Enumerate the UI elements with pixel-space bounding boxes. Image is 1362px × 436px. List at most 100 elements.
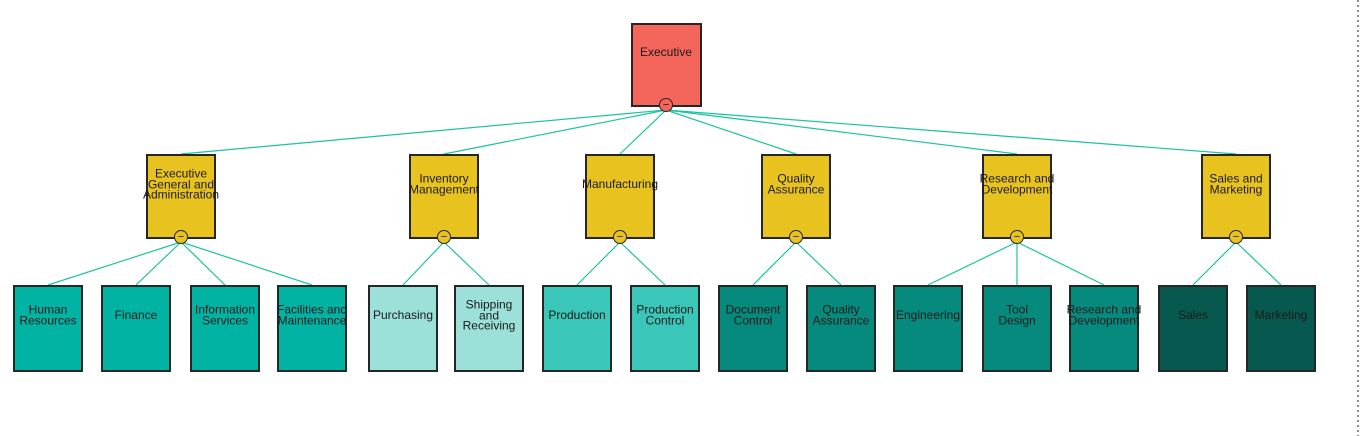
collapse-button-research-development[interactable]: − <box>1010 230 1024 244</box>
minus-icon: − <box>616 230 624 243</box>
connector-exec-general-admin-to-finance <box>135 241 182 286</box>
org-node-label: Production <box>531 307 623 322</box>
org-node-label-line: Quality <box>777 171 815 186</box>
org-node-label-line: General and <box>147 176 215 191</box>
org-node-label-line: Human <box>28 302 68 317</box>
org-node-label-line: Executive <box>639 44 693 59</box>
collapse-button-executive[interactable]: − <box>659 98 673 112</box>
org-node-label-line: Shipping <box>465 297 513 312</box>
org-node-label-line: Production <box>636 302 694 317</box>
org-node-label: Sales <box>1147 307 1239 322</box>
connector-research-development-to-engineering <box>927 241 1018 286</box>
connector-executive-to-exec-general-admin <box>180 109 667 155</box>
org-node-label-line: Engineering <box>895 307 961 322</box>
minus-icon: − <box>1232 230 1240 243</box>
org-node-label: Executive <box>620 44 712 59</box>
connector-exec-general-admin-to-information-services <box>180 241 226 286</box>
connector-sales-marketing-to-sales <box>1192 241 1237 286</box>
org-node-executive[interactable]: Executive − <box>630 23 702 112</box>
org-node-finance[interactable]: Finance <box>101 285 171 372</box>
collapse-button-quality-assurance[interactable]: − <box>789 230 803 244</box>
org-node-label-line: Assurance <box>767 182 825 196</box>
org-node-label-line: Production <box>548 307 606 322</box>
org-node-label: Purchasing <box>357 307 449 322</box>
collapse-button-sales-marketing[interactable]: − <box>1229 230 1243 244</box>
org-node-label-line: Quality <box>822 302 860 317</box>
connector-exec-general-admin-to-human-resources <box>47 241 182 286</box>
org-node-label-line: Purchasing <box>372 307 434 322</box>
org-node-label: Engineering <box>882 307 974 322</box>
collapse-button-exec-general-admin[interactable]: − <box>174 230 188 244</box>
connector-executive-to-sales-marketing <box>665 109 1237 155</box>
connector-executive-to-research-development <box>665 109 1018 155</box>
connector-quality-assurance-to-document-control <box>752 241 797 286</box>
page-boundary-dotted-line <box>1357 0 1359 436</box>
org-node-engineering[interactable]: Engineering <box>893 285 963 372</box>
org-node-label-line: Document <box>725 302 781 317</box>
org-node-label-line: Finance <box>114 307 158 322</box>
connector-inventory-management-to-purchasing <box>402 241 445 286</box>
org-node-manufacturing[interactable]: Manufacturing − <box>582 154 658 244</box>
org-node-label: Finance <box>90 307 182 322</box>
org-node-label: Marketing <box>1235 309 1327 320</box>
org-node-purchasing[interactable]: Purchasing <box>368 285 438 372</box>
org-node-sales[interactable]: Sales <box>1158 285 1228 372</box>
org-node-label-line: Research and <box>1066 302 1142 317</box>
org-node-production[interactable]: Production <box>542 285 612 372</box>
org-node-label-line: Marketing <box>1209 182 1263 196</box>
org-node-label-line: Research and <box>979 171 1055 186</box>
minus-icon: − <box>792 230 800 243</box>
connector-sales-marketing-to-marketing <box>1235 241 1282 286</box>
minus-icon: − <box>1013 230 1021 243</box>
collapse-button-manufacturing[interactable]: − <box>613 230 627 244</box>
org-node-label-line: Receiving <box>462 318 516 333</box>
org-node-label-line: Assurance <box>812 313 870 327</box>
org-node-label: Manufacturing <box>574 176 666 191</box>
org-node-label-line: Services <box>201 313 248 327</box>
org-node-label-line: Sales and <box>1209 171 1263 186</box>
connector-manufacturing-to-production-control <box>619 241 666 286</box>
minus-icon: − <box>662 98 670 111</box>
connector-inventory-management-to-shipping-receiving <box>443 241 490 286</box>
connector-executive-to-inventory-management <box>443 109 667 155</box>
org-node-marketing[interactable]: Marketing <box>1246 285 1316 372</box>
org-node-label-line: Sales <box>1177 307 1209 322</box>
org-node-label-line: Facilities and <box>276 302 348 317</box>
org-node-label-line: Control <box>645 313 685 327</box>
org-node-label-line: Design <box>998 313 1036 327</box>
org-node-label-line: Tool <box>1005 302 1028 317</box>
org-node-label-line: and <box>478 307 500 322</box>
connector-executive-to-quality-assurance <box>665 109 797 155</box>
org-node-label-line: Management <box>408 182 480 196</box>
org-node-label-line: Maintenance <box>277 313 347 327</box>
collapse-button-inventory-management[interactable]: − <box>437 230 451 244</box>
org-node-label-line: Manufacturing <box>581 176 659 191</box>
